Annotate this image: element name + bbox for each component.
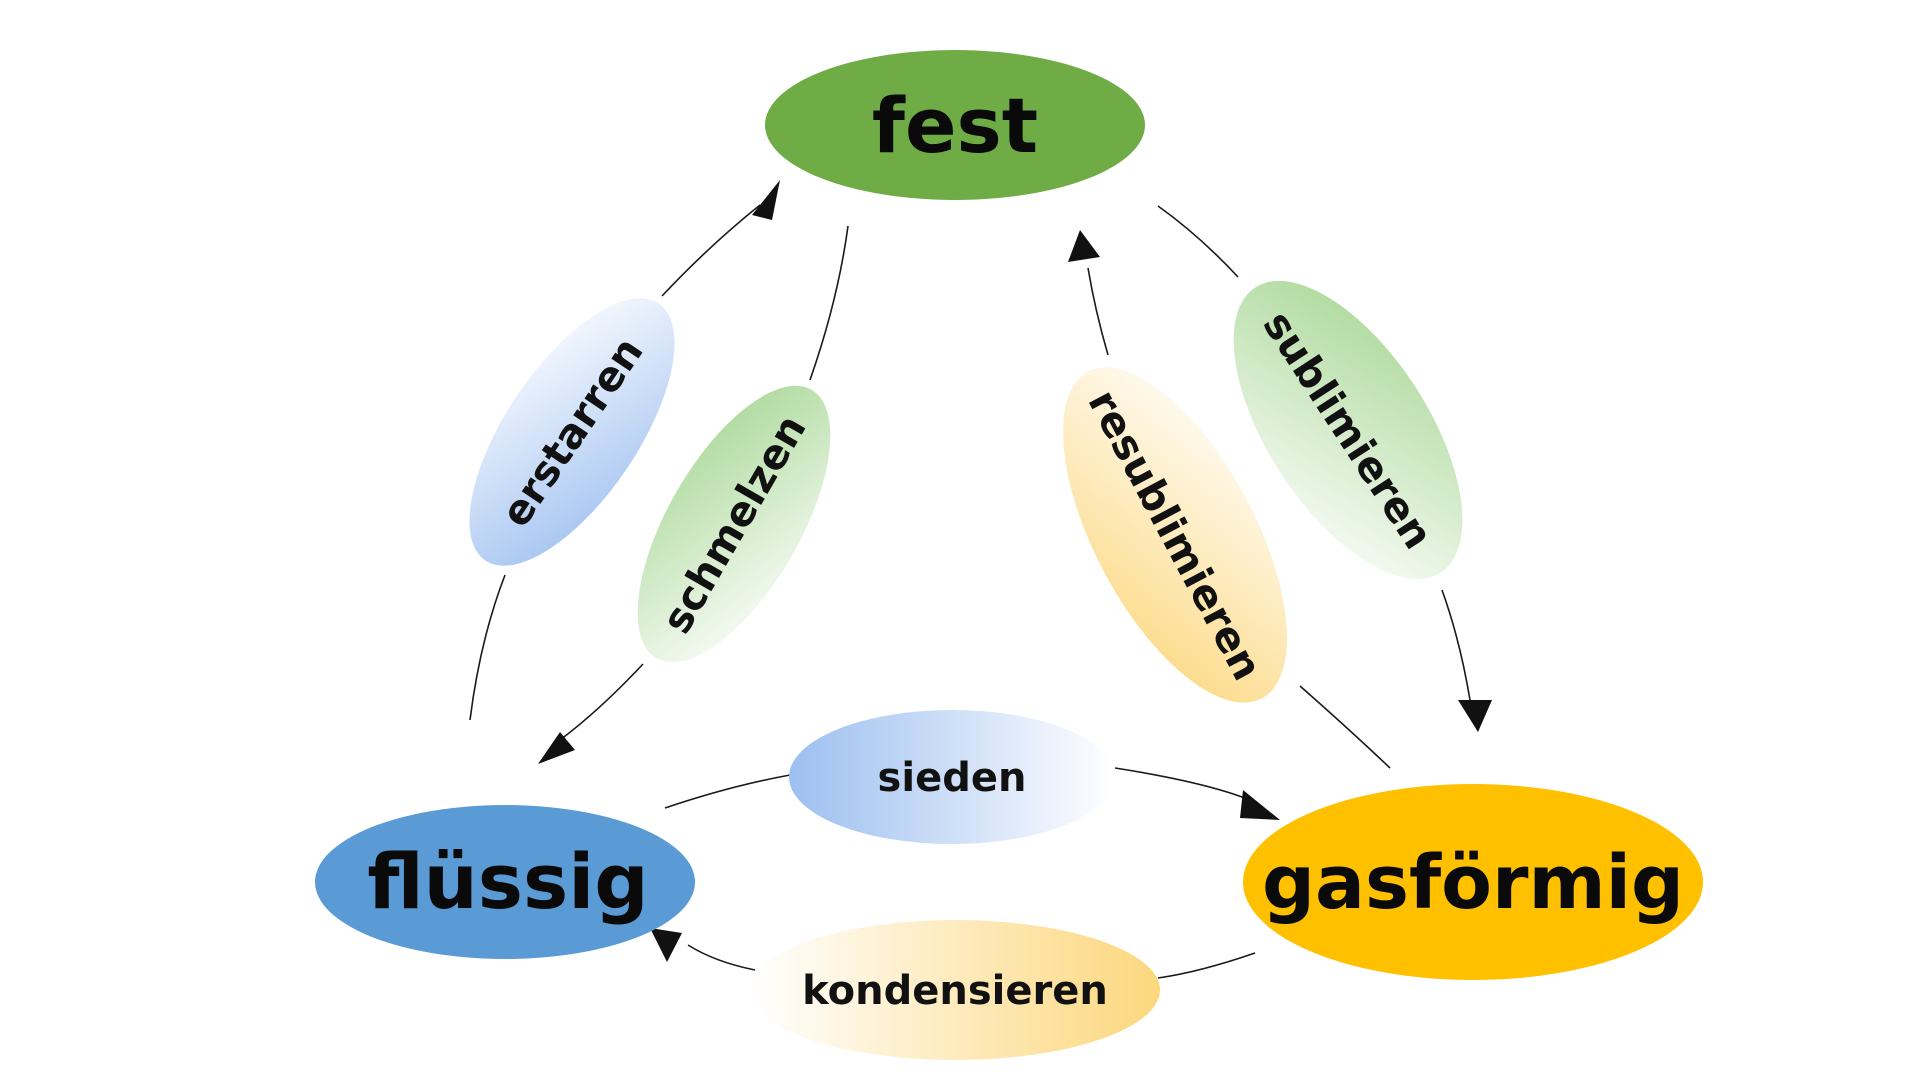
process-kondensieren: kondensieren xyxy=(750,920,1160,1060)
connector-kondensieren-left xyxy=(687,944,756,971)
state-fest: fest xyxy=(765,50,1145,200)
process-sieden: sieden xyxy=(789,710,1115,844)
arrowhead-to-fest-left xyxy=(752,180,780,220)
arrowhead-to-gas-top xyxy=(1458,700,1492,732)
state-gasfoermig: gasförmig xyxy=(1243,784,1703,980)
arrowhead-to-fluessig-right xyxy=(650,928,682,962)
arrowhead-to-fest-right xyxy=(1068,230,1100,262)
state-label-fest: fest xyxy=(872,81,1038,170)
process-label-kondensieren: kondensieren xyxy=(802,968,1108,1014)
state-label-fluessig: flüssig xyxy=(367,837,648,926)
connector-sublimieren-lower xyxy=(1441,589,1471,701)
connector-resublimieren-upper xyxy=(1087,267,1109,356)
connector-schmelzen-lower xyxy=(559,663,644,741)
state-label-gasfoermig: gasförmig xyxy=(1262,840,1684,926)
connector-kondensieren-right xyxy=(1157,952,1256,979)
connector-erstarren-upper xyxy=(661,204,761,297)
connector-sublimieren-upper xyxy=(1157,205,1239,278)
connector-sieden-left xyxy=(664,774,791,809)
connector-erstarren-lower xyxy=(469,574,506,721)
arrowhead-to-gas-left xyxy=(1240,790,1280,820)
state-fluessig: flüssig xyxy=(315,805,695,959)
connector-sieden-right xyxy=(1114,767,1251,801)
connector-schmelzen-upper xyxy=(809,225,849,381)
process-label-sieden: sieden xyxy=(878,755,1027,801)
connector-resublimieren-lower xyxy=(1299,685,1391,769)
arrowhead-to-fluessig-top xyxy=(538,732,575,764)
